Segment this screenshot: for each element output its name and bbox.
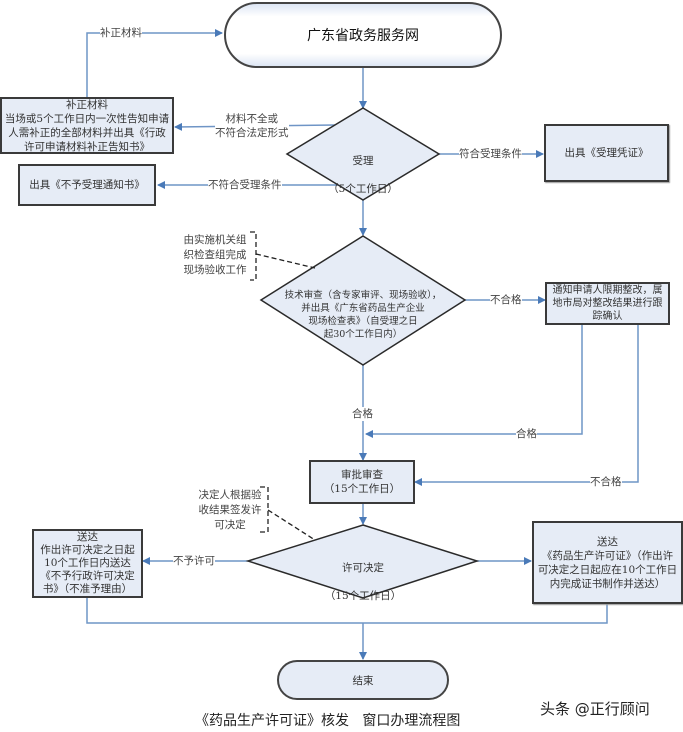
label-not-meet: 不符合受理条件 — [208, 178, 282, 192]
approval-title: 审批审查 — [341, 469, 383, 481]
note-bracket-decider — [260, 486, 269, 533]
deny-body: 作出许可决定之日起 10个工作日内送达 《不予行政许可决定 书》（不准予理由） — [40, 544, 135, 595]
reject-text: 出具《不予受理通知书》 — [29, 179, 145, 191]
accept-duration: （5个工作日） — [328, 183, 398, 195]
deny-box: 送达 作出许可决定之日起 10个工作日内送达 《不予行政许可决定 书》（不准予理… — [32, 529, 143, 598]
note-link-inspection — [255, 253, 316, 269]
supplement-body: 当场或5个工作日内一次性告知申请人需补正的全部材料并出具《行政许可申请材料补正告… — [4, 112, 170, 153]
grant-title: 送达 — [597, 535, 618, 548]
grant-box: 送达 《药品生产许可证》（作出许可决定之日起应在10个工作日内完成证书制作并送达… — [532, 521, 683, 604]
edge-rectify-pass — [365, 325, 583, 438]
start-label: 广东省政务服务网 — [307, 28, 419, 44]
note-bracket-inspection — [250, 231, 257, 281]
receipt-text: 出具《受理凭证》 — [564, 147, 649, 159]
accept-diamond — [285, 107, 441, 201]
approval-duration: （15个工作日） — [323, 483, 401, 495]
grant-body: 《药品生产许可证》（作出许可决定之日起应在10个工作日内完成证书制作并送达） — [537, 549, 678, 590]
label-incomplete: 材料不全或 不符合法定形式 — [215, 112, 289, 140]
start-node: 广东省政务服务网 — [224, 2, 502, 68]
watermark: 头条 @正行顾问 — [540, 700, 650, 718]
receipt-box: 出具《受理凭证》 — [544, 124, 669, 182]
label-supplement: 补正材料 — [100, 26, 142, 40]
note-inspection: 由实施机关组 织检查组完成 现场验收工作 — [183, 234, 247, 276]
decision-title: 许可决定 — [342, 562, 384, 574]
note-link-decider — [267, 509, 316, 541]
rectify-text: 通知申请人限期整改，属地市局对整改结果进行跟踪确认 — [552, 285, 663, 322]
label-pass-main: 合格 — [352, 407, 373, 421]
diagram-caption: 《药品生产许可证》核发 窗口办理流程图 — [195, 713, 461, 729]
note-decider: 决定人根据验 收结果签发许 可决定 — [198, 489, 262, 531]
approval-review-box: 审批审查 （15个工作日） — [309, 460, 415, 504]
supplement-box: 补正材料 当场或5个工作日内一次性告知申请人需补正的全部材料并出具《行政许可申请… — [0, 97, 174, 154]
decision-diamond — [245, 524, 480, 599]
end-label: 结束 — [352, 674, 374, 687]
end-node: 结束 — [277, 660, 449, 700]
tech-review-diamond — [259, 235, 467, 366]
tech-review-text: 技术审查（含专家审评、现场验收）， 并出具《广东省药品生产企业 现场检查表》（自… — [284, 290, 442, 340]
decision-duration: （15个工作日） — [324, 590, 402, 602]
label-deny: 不予许可 — [173, 554, 215, 568]
label-pass-rectify: 合格 — [516, 427, 537, 441]
edge-rectify-fail — [414, 325, 639, 486]
accept-text: 受理 （5个工作日） — [310, 140, 416, 210]
label-fail-rectify: 不合格 — [590, 475, 622, 489]
accept-title: 受理 — [352, 155, 374, 167]
edge-deny-merge — [86, 598, 608, 624]
rectify-box: 通知申请人限期整改，属地市局对整改结果进行跟踪确认 — [545, 282, 670, 325]
supplement-title: 补正材料 — [66, 98, 108, 111]
reject-box: 出具《不予受理通知书》 — [18, 164, 156, 206]
edge-supplement-start — [86, 29, 223, 97]
label-fail: 不合格 — [490, 293, 522, 307]
deny-title: 送达 — [77, 531, 98, 543]
label-meet: 符合受理条件 — [459, 147, 522, 161]
decision-text: 许可决定 （15个工作日） — [300, 547, 426, 617]
